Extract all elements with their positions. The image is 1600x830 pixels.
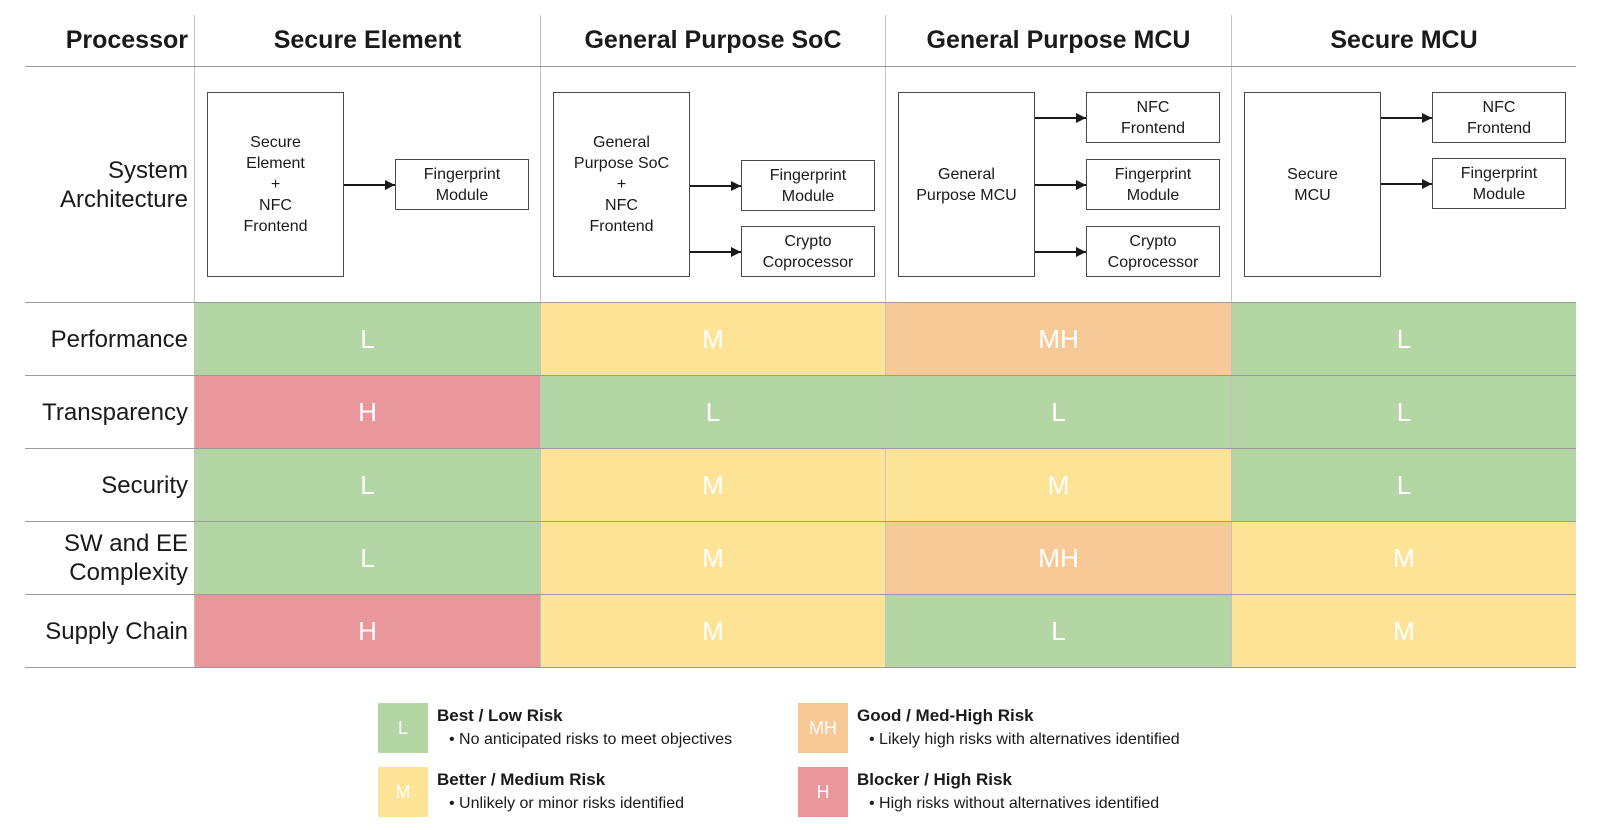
arrow-right-icon (1381, 112, 1432, 123)
legend-item-high: H Blocker / High Risk • High risks witho… (798, 767, 1180, 817)
row-label: Transparency (42, 398, 188, 426)
header-general-purpose-mcu: General Purpose MCU (885, 15, 1231, 66)
arch-main-box: Secure Element + NFC Frontend (207, 92, 344, 277)
arch-diagram-secure-element: Secure Element + NFC Frontend Fingerprin… (194, 67, 540, 302)
arch-target-box: NFC Frontend (1432, 92, 1566, 143)
arch-main-box: General Purpose MCU (898, 92, 1035, 277)
rating-cell: L (540, 376, 885, 448)
header-row: Processor Secure Element General Purpose… (25, 15, 1576, 67)
rating-cell: MH (885, 303, 1231, 375)
arch-target-box: Fingerprint Module (741, 160, 875, 211)
arch-diagram-general-purpose-soc: General Purpose SoC + NFC Frontend Finge… (540, 67, 885, 302)
table-row-performance: Performance L M MH L (25, 303, 1576, 376)
arch-main-box: Secure MCU (1244, 92, 1381, 277)
arrow-right-icon (344, 179, 395, 190)
rating-cell: M (540, 522, 885, 594)
legend-swatch-medium: M (378, 767, 428, 817)
arch-target-box: Crypto Coprocessor (1086, 226, 1220, 277)
arch-target-box: Fingerprint Module (395, 159, 529, 210)
arch-target-box: Crypto Coprocessor (741, 226, 875, 277)
legend-item-medium: M Better / Medium Risk • Unlikely or min… (378, 767, 793, 817)
legend-swatch-med-high: MH (798, 703, 848, 753)
rating-cell: MH (885, 522, 1231, 594)
arrow-right-icon (690, 180, 741, 191)
table-row-security: Security L M M L (25, 449, 1576, 522)
header-processor: Processor (65, 26, 188, 54)
arch-main-box: General Purpose SoC + NFC Frontend (553, 92, 690, 277)
arrow-right-icon (1381, 178, 1432, 189)
row-label: SW and EE Complexity (63, 530, 188, 586)
rating-cell: L (194, 522, 540, 594)
legend-description: • Likely high risks with alternatives id… (869, 731, 1180, 748)
arrow-right-icon (690, 246, 741, 257)
rating-cell: H (194, 376, 540, 448)
arrow-right-icon (1035, 246, 1086, 257)
rating-cell: M (885, 449, 1231, 521)
row-label: Performance (50, 325, 188, 353)
arrow-right-icon (1035, 179, 1086, 190)
legend-description: • High risks without alternatives identi… (869, 795, 1160, 812)
rating-cell: M (540, 595, 885, 667)
rating-cell: L (1231, 376, 1576, 448)
row-label: Security (101, 471, 188, 499)
table-row-transparency: Transparency H L L L (25, 376, 1576, 449)
rating-cell: M (1231, 595, 1576, 667)
legend-title: Good / Med-High Risk (857, 706, 1034, 725)
rating-cell: M (540, 449, 885, 521)
processor-comparison-table: Processor Secure Element General Purpose… (25, 15, 1576, 668)
row-label-system-architecture: System Architecture (59, 156, 188, 213)
rating-cell: L (1231, 303, 1576, 375)
rating-cell: L (194, 449, 540, 521)
legend-swatch-high: H (798, 767, 848, 817)
arch-target-box: NFC Frontend (1086, 92, 1220, 143)
rating-cell: L (885, 595, 1231, 667)
arrow-right-icon (1035, 112, 1086, 123)
legend-description: • Unlikely or minor risks identified (449, 795, 685, 812)
header-general-purpose-soc: General Purpose SoC (540, 15, 885, 66)
arch-target-box: Fingerprint Module (1086, 159, 1220, 210)
risk-legend: L Best / Low Risk • No anticipated risks… (378, 703, 1180, 817)
legend-swatch-low: L (378, 703, 428, 753)
rating-cell: M (540, 303, 885, 375)
header-secure-element: Secure Element (194, 15, 540, 66)
legend-title: Better / Medium Risk (437, 770, 606, 789)
row-label: Supply Chain (45, 617, 188, 645)
rating-cell: H (194, 595, 540, 667)
header-secure-mcu: Secure MCU (1231, 15, 1576, 66)
table-row-sw-ee-complexity: SW and EE Complexity L M MH M (25, 522, 1576, 595)
legend-title: Blocker / High Risk (857, 770, 1012, 789)
arch-diagram-general-purpose-mcu: General Purpose MCU NFC Frontend Fingerp… (885, 67, 1231, 302)
rating-cell: L (1231, 449, 1576, 521)
system-architecture-row: System Architecture Secure Element + NFC… (25, 67, 1576, 303)
rating-cell: M (1231, 522, 1576, 594)
legend-item-med-high: MH Good / Med-High Risk • Likely high ri… (798, 703, 1180, 753)
legend-description: • No anticipated risks to meet objective… (449, 731, 733, 748)
rating-cell: L (194, 303, 540, 375)
arch-target-box: Fingerprint Module (1432, 158, 1566, 209)
rating-cell: L (885, 376, 1231, 448)
legend-item-low: L Best / Low Risk • No anticipated risks… (378, 703, 793, 753)
legend-title: Best / Low Risk (437, 706, 563, 725)
arch-diagram-secure-mcu: Secure MCU NFC Frontend Fingerprint Modu… (1231, 67, 1576, 302)
table-row-supply-chain: Supply Chain H M L M (25, 595, 1576, 668)
